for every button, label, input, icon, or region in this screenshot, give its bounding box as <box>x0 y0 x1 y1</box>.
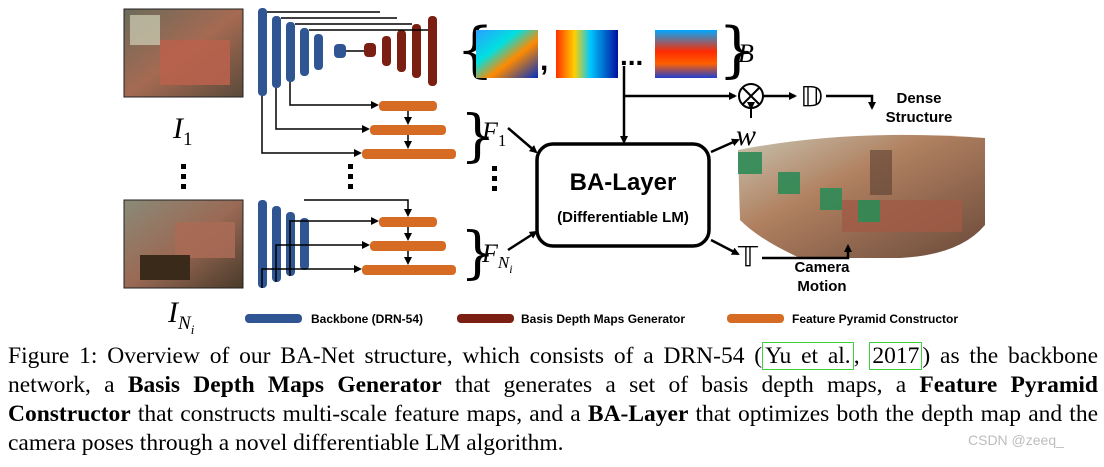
legend-label-pyramid: Feature Pyramid Constructor <box>792 312 958 326</box>
combine-node <box>738 83 876 118</box>
legend-swatch-basis <box>457 314 514 323</box>
watermark: CSDN @zeeq_ <box>968 432 1064 448</box>
citation-link-year[interactable]: 2017 <box>869 342 923 370</box>
legend: Backbone (DRN-54) Basis Depth Maps Gener… <box>245 312 958 326</box>
svg-text:}: } <box>460 104 496 169</box>
feature-pyramid-1: } <box>261 82 496 169</box>
ba-net-diagram: { , ... } B } F1 <box>123 8 985 335</box>
figure-caption: Figure 1: Overview of our BA-Net structu… <box>8 342 1098 458</box>
input-image-n <box>123 199 244 289</box>
ba-layer-title: BA-Layer <box>570 169 677 196</box>
vertical-ellipses <box>181 164 497 191</box>
caption-prefix: Figure 1: Overview of our BA-Net structu… <box>8 343 763 369</box>
legend-swatch-pyramid <box>727 314 784 323</box>
camera-label-2: Motion <box>797 278 846 295</box>
svg-text:,: , <box>540 44 548 77</box>
camera-symbol: 𝕋 <box>737 240 758 273</box>
ba-layer-box: BA-Layer (Differentiable LM) <box>535 142 711 248</box>
caption-bold-pyramid: Feature Pyramid Constructor <box>8 372 1098 427</box>
input-image-1 <box>123 8 244 98</box>
fn-label: FNi <box>481 239 513 276</box>
caption-bold-ba: BA-Layer <box>587 401 689 427</box>
caption-suffix: that optimizes both the depth map and th… <box>8 401 1098 456</box>
figure-diagram: { , ... } B } F1 <box>123 8 985 335</box>
caption-sep: , <box>853 343 870 369</box>
weight-label: w <box>736 119 756 152</box>
depth-maps: { , ... } B <box>456 15 756 85</box>
dense-label-2: Structure <box>886 109 953 126</box>
backbone-n <box>258 200 309 288</box>
input-1-label: I1 <box>172 112 193 150</box>
legend-swatch-backbone <box>245 314 302 323</box>
camera-label-1: Camera <box>794 259 850 276</box>
legend-label-backbone: Backbone (DRN-54) <box>311 312 423 326</box>
input-n-label: INi <box>167 296 195 335</box>
camera-arrow <box>762 244 852 260</box>
skip-connections-1 <box>267 11 428 31</box>
legend-label-basis: Basis Depth Maps Generator <box>521 312 685 326</box>
svg-text:}: } <box>718 15 756 85</box>
svg-text:}: } <box>460 221 496 286</box>
caption-bold-basis: Basis Depth Maps Generator <box>127 372 442 398</box>
basis-label: B <box>738 39 754 68</box>
dense-label-1: Dense <box>896 90 941 107</box>
depth-maps-ellipsis: ... <box>620 40 643 71</box>
caption-mid-2: that generates a set of basis depth maps… <box>441 372 920 398</box>
basis-depth-generator <box>346 16 437 86</box>
ba-layer-arrows <box>507 66 740 256</box>
caption-mid-3: that constructs multi-scale feature maps… <box>130 401 588 427</box>
ba-layer-subtitle: (Differentiable LM) <box>557 209 689 226</box>
caption-mid-1: ) as the backbone network, a <box>8 343 1098 398</box>
depth-symbol: 𝔻 <box>800 80 823 113</box>
citation-link-author[interactable]: Yu et al. <box>762 342 854 370</box>
f1-label: F1 <box>481 117 506 150</box>
feature-pyramid-n: } <box>261 199 496 288</box>
backbone-1 <box>258 8 346 96</box>
reconstruction-scene <box>738 134 985 258</box>
